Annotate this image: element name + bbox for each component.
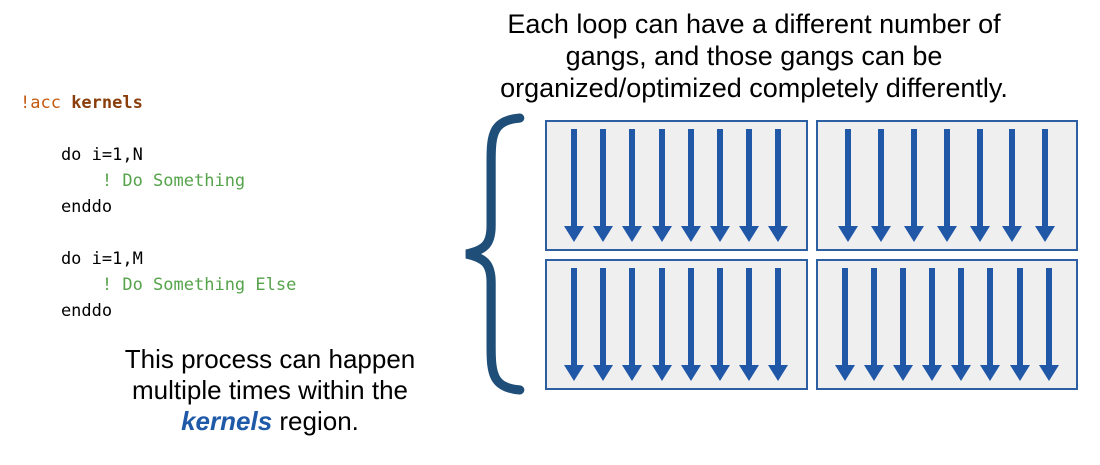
code-segment-comment: ! Do Something Else	[20, 275, 297, 295]
down-arrow-icon	[564, 129, 584, 242]
down-arrow-icon	[951, 268, 971, 381]
code-segment-plain: do i=1,M	[20, 249, 143, 269]
bottom-note: This process can happen multiple times w…	[60, 344, 480, 437]
down-arrow-icon	[904, 129, 924, 242]
gang-box-3	[545, 259, 808, 390]
down-arrow-icon	[1039, 268, 1059, 381]
note-line-1: This process can happen	[124, 344, 416, 374]
heading-line-2: gangs, and those gangs can be	[565, 41, 943, 71]
code-line: ! Do Something Else	[20, 272, 296, 298]
down-arrow-icon	[622, 129, 642, 242]
down-arrow-icon	[681, 268, 701, 381]
down-arrow-icon	[593, 129, 613, 242]
down-arrow-icon	[681, 129, 701, 242]
code-line: ! Do Something	[20, 168, 296, 194]
code-segment-plain: enddo	[20, 197, 113, 217]
code-block: !acc kernels do i=1,N ! Do Something end…	[20, 90, 296, 324]
down-arrow-icon	[739, 129, 759, 242]
code-line: enddo	[20, 298, 296, 324]
code-line: enddo	[20, 194, 296, 220]
heading-line-3: organized/optimized completely different…	[500, 73, 1008, 103]
down-arrow-icon	[1002, 129, 1022, 242]
down-arrow-icon	[768, 129, 788, 242]
gang-grid	[545, 120, 1078, 390]
down-arrow-icon	[980, 268, 1000, 381]
down-arrow-icon	[564, 268, 584, 381]
down-arrow-icon	[1035, 129, 1055, 242]
code-line: !acc kernels	[20, 90, 296, 116]
down-arrow-icon	[893, 268, 913, 381]
code-line	[20, 116, 296, 142]
note-line-2: multiple times within the	[132, 375, 408, 405]
curly-brace-icon	[465, 113, 525, 395]
code-segment-keyword: kernels	[71, 93, 143, 113]
code-segment-plain: do i=1,N	[20, 145, 143, 165]
gang-box-4	[815, 259, 1078, 390]
code-line: do i=1,M	[20, 246, 296, 272]
down-arrow-icon	[593, 268, 613, 381]
down-arrow-icon	[937, 129, 957, 242]
code-segment-directive: !acc	[20, 93, 72, 113]
down-arrow-icon	[871, 129, 891, 242]
down-arrow-icon	[1010, 268, 1030, 381]
code-line	[20, 220, 296, 246]
code-segment-comment: ! Do Something	[20, 171, 246, 191]
heading: Each loop can have a different number of…	[408, 8, 1100, 104]
down-arrow-icon	[768, 268, 788, 381]
note-line-3-rest: region.	[272, 406, 359, 436]
down-arrow-icon	[838, 129, 858, 242]
note-line-3: kernels region.	[60, 406, 480, 437]
code-segment-plain: enddo	[20, 301, 113, 321]
down-arrow-icon	[922, 268, 942, 381]
kernels-emphasis: kernels	[181, 406, 273, 436]
gang-box-2	[815, 120, 1078, 251]
down-arrow-icon	[710, 129, 730, 242]
gang-box-1	[545, 120, 808, 251]
heading-line-1: Each loop can have a different number of	[507, 9, 1001, 39]
down-arrow-icon	[652, 268, 672, 381]
code-line: do i=1,N	[20, 142, 296, 168]
down-arrow-icon	[710, 268, 730, 381]
down-arrow-icon	[652, 129, 672, 242]
down-arrow-icon	[835, 268, 855, 381]
down-arrow-icon	[739, 268, 759, 381]
down-arrow-icon	[970, 129, 990, 242]
down-arrow-icon	[622, 268, 642, 381]
down-arrow-icon	[864, 268, 884, 381]
